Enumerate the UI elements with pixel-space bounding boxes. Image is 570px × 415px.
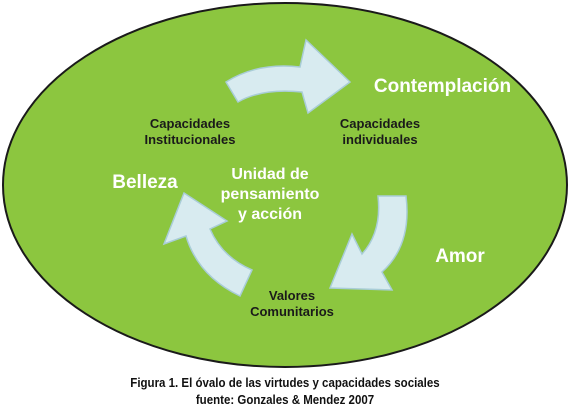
node-capacidades-individuales: Capacidades individuales xyxy=(339,116,421,147)
arrow-valores-to-institucionales xyxy=(162,191,254,298)
virtue-belleza: Belleza xyxy=(112,172,178,193)
diagram-canvas xyxy=(2,2,568,368)
oval-diagram: Capacidades Institucionales Capacidades … xyxy=(2,2,568,368)
node-capacidades-institucionales: Capacidades Institucionales xyxy=(144,116,236,147)
virtues-oval xyxy=(2,2,568,368)
node-valores-comunitarios: Valores Comunitarios xyxy=(250,288,334,319)
arrow-institucionales-to-individuales xyxy=(224,38,352,115)
figure-caption: Figura 1. El óvalo de las virtudes y cap… xyxy=(23,375,547,409)
node-unidad-de-pensamiento: Unidad de pensamiento y acción xyxy=(220,166,320,223)
caption-line-2: fuente: Gonzales & Mendez 2007 xyxy=(195,392,375,407)
caption-line-1: Figura 1. El óvalo de las virtudes y cap… xyxy=(130,376,440,390)
virtue-amor: Amor xyxy=(435,246,485,267)
arrow-individuales-to-valores xyxy=(328,195,408,291)
virtue-contemplacion: Contemplación xyxy=(373,76,512,97)
